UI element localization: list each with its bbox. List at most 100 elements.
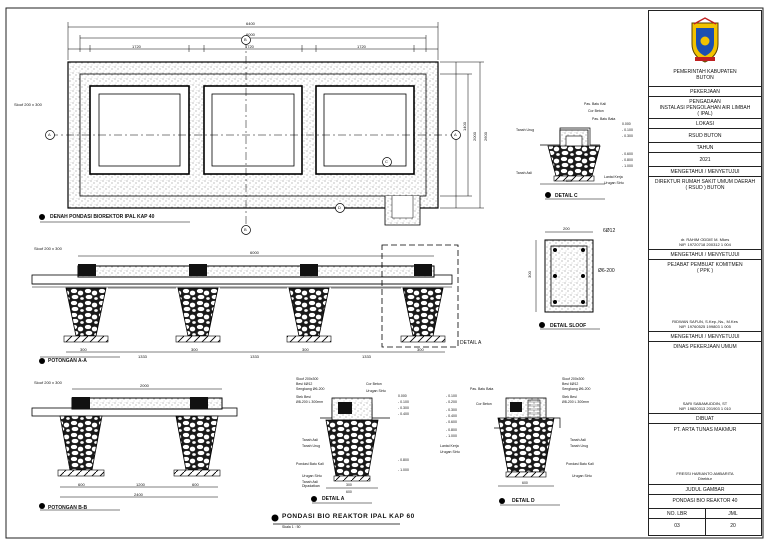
aa-dim-6: 1333 <box>362 354 371 359</box>
tb-approve3-name: SARI SABAMUDDIN, ST <box>682 401 728 406</box>
detail-a-title: DETAIL A <box>322 496 345 502</box>
plan-dim-bay-2: 1720 <box>245 44 254 49</box>
main-drawing-title: PONDASI BIO REAKTOR IPAL KAP 60 <box>282 513 415 520</box>
plan-dim-side-3: 2600 <box>482 132 488 141</box>
detail-d-label-1: Pas. Batu Bata <box>470 387 494 391</box>
detail-a-level-1: 0.000 <box>398 394 407 398</box>
bb-dim-2: 1200 <box>136 482 145 487</box>
aa-dim-2: 1333 <box>138 354 147 359</box>
detail-sloof-title: DETAIL SLOOF <box>550 323 587 329</box>
detail-a-label-8: Tanah Asli <box>302 438 318 442</box>
detail-d-label-11: Tanah Urug <box>570 444 589 448</box>
title-block: PEMERINTAH KABUPATEN BUTON PEKERJAAN PEN… <box>648 10 762 536</box>
main-drawing-scale: Skala 1 : 50 <box>282 525 301 529</box>
aa-dim-3: 300 <box>191 347 198 352</box>
detail-a-callout <box>381 244 459 348</box>
bb-footing-1 <box>57 397 105 477</box>
detail-c <box>540 127 605 200</box>
detail-a-label-10: Pondasi Batu Kali <box>296 462 324 466</box>
tb-tahun-header: TAHUN <box>696 145 714 151</box>
aa-footing-3 <box>286 264 332 343</box>
section-aa-title: POTONGAN A-A <box>48 358 87 364</box>
detail-d-level-7: - 1.000 <box>446 434 457 438</box>
tb-dibuat-role: Direktur <box>697 476 712 481</box>
detail-d-label-4: Besi 6Ø12 <box>562 382 579 386</box>
plan-marker-d: D <box>338 205 341 210</box>
plan-dim-bay-1: 1720 <box>132 44 141 49</box>
tb-approve1-org: DIREKTUR RUMAH SAKIT UMUM DAERAH ( RSUD … <box>654 179 756 191</box>
aa-dim-5: 300 <box>302 347 309 352</box>
tb-pekerjaan: PENGADAAN INSTALASI PENGOLAHAN AIR LIMBA… <box>659 99 751 117</box>
plan-chamber-2 <box>203 85 303 175</box>
plan-dim-side-2: 2000 <box>471 132 477 141</box>
tb-approve2-org: PEJABAT PEMBUAT KOMITMEN ( PPK ) <box>667 262 743 274</box>
detail-c-label-5: Tanah Asli <box>516 171 532 175</box>
bb-dim-3: 600 <box>192 482 199 487</box>
detail-c-label-7: Urugan Sirtu <box>604 181 624 185</box>
detail-d-label-12: Pondasi Batu Kali <box>566 462 594 466</box>
detail-d-level-1: - 0.100 <box>446 394 457 398</box>
foundation-plan <box>39 22 484 235</box>
detail-c-label-3: Pas. Batu Bata <box>592 117 616 121</box>
sloof-rebar-label: 6Ø12 <box>603 228 616 234</box>
tb-no-lbr: 03 <box>674 523 680 529</box>
plan-dim-inner: 6000 <box>246 32 255 37</box>
plan-marker-c: C <box>385 159 388 164</box>
detail-d-level-4: - 0.400 <box>446 414 457 418</box>
detail-d-label-13: Urugan Sirtu <box>572 474 592 478</box>
detail-d-label-6: Stek Besi <box>562 395 577 399</box>
detail-d-title: DETAIL D <box>512 498 535 504</box>
tb-dibuat-name: FRESSI HARIANTO AMBARITA <box>676 471 734 476</box>
detail-a-label-9: Tanah Urug <box>302 444 321 448</box>
plan-dim-total: 6400 <box>246 21 255 26</box>
detail-d-label-5: Sengkang Ø6-200 <box>562 387 591 391</box>
aa-dim-1: 300 <box>80 347 87 352</box>
sloof-label-plan: Sloof 200 x 300 <box>14 102 42 107</box>
sloof-label-bb: Sloof 200 x 300 <box>34 380 62 385</box>
sloof-height-dim: 300 <box>526 271 532 278</box>
detail-a-label-12: Tanah Asli Dipadatkan <box>302 480 320 488</box>
detail-a-level-6: - 1.000 <box>398 468 409 472</box>
detail-a-level-5: - 0.800 <box>398 458 409 462</box>
detail-a-level-4: - 0.400 <box>398 412 409 416</box>
buton-crest-logo <box>691 17 719 63</box>
detail-d-level-5: - 0.600 <box>446 420 457 424</box>
tb-owner: PEMERINTAH KABUPATEN BUTON <box>673 69 737 81</box>
tb-approve2-name: RIDWAN SAFUN, S.Kep.,Ns., M.Kes <box>672 319 738 324</box>
tb-approve1-header: MENGETAHUI / MENYETUJUI <box>670 169 740 175</box>
detail-d-label-3: Sloof 200x300 <box>562 377 585 381</box>
bb-footing-2 <box>173 397 221 477</box>
detail-a-label-3: Sengkang Ø6-200 <box>296 387 325 391</box>
tb-pekerjaan-header: PEKERJAAN <box>690 89 720 95</box>
detail-d-level-6: - 0.800 <box>446 428 457 432</box>
detail-c-level-2: - 0.100 <box>622 128 633 132</box>
aa-slab <box>77 265 435 278</box>
tb-approve2-nip: NIP. 19760525 199803 1 005 <box>679 324 731 329</box>
detail-a-label-2: Besi 6Ø12 <box>296 382 313 386</box>
detail-d-dim: 600 <box>522 481 528 485</box>
detail-c-label-6: Lantai Kerja <box>604 175 623 179</box>
detail-c-level-3: - 0.300 <box>622 134 633 138</box>
detail-a <box>311 397 390 504</box>
detail-c-level-6: - 1.000 <box>622 164 633 168</box>
detail-a-level-2: - 0.100 <box>398 400 409 404</box>
detail-d-level-2: - 0.200 <box>446 400 457 404</box>
tb-tahun: 2021 <box>699 157 711 163</box>
section-bb-title: POTONGAN B-B <box>48 505 88 511</box>
tb-approve3-nip: NIP. 19820313 201903 1 010 <box>679 406 731 411</box>
detail-d-label-9: Urugan Sirtu <box>440 450 460 454</box>
plan-chamber-1 <box>89 85 190 175</box>
plan-chamber-3 <box>315 85 415 175</box>
tb-no-lbr-label: NO. LBR <box>666 511 687 517</box>
detail-a-label-5: Urugan Sirtu <box>366 389 386 393</box>
detail-c-label-4: Tanah Urug <box>516 128 535 132</box>
detail-c-level-4: - 0.600 <box>622 152 633 156</box>
detail-sloof <box>535 231 600 330</box>
bb-dim-top: 2000 <box>140 383 149 388</box>
detail-a-dim-1: 300 <box>346 483 352 487</box>
plan-marker-a-left: A <box>48 132 51 137</box>
tb-approve1-name: dr. RAHIM ODDIE M. Mkes <box>680 237 730 242</box>
tb-approve3-header: MENGETAHUI / MENYETUJUI <box>670 334 740 340</box>
aa-dim-total: 6000 <box>250 250 259 255</box>
